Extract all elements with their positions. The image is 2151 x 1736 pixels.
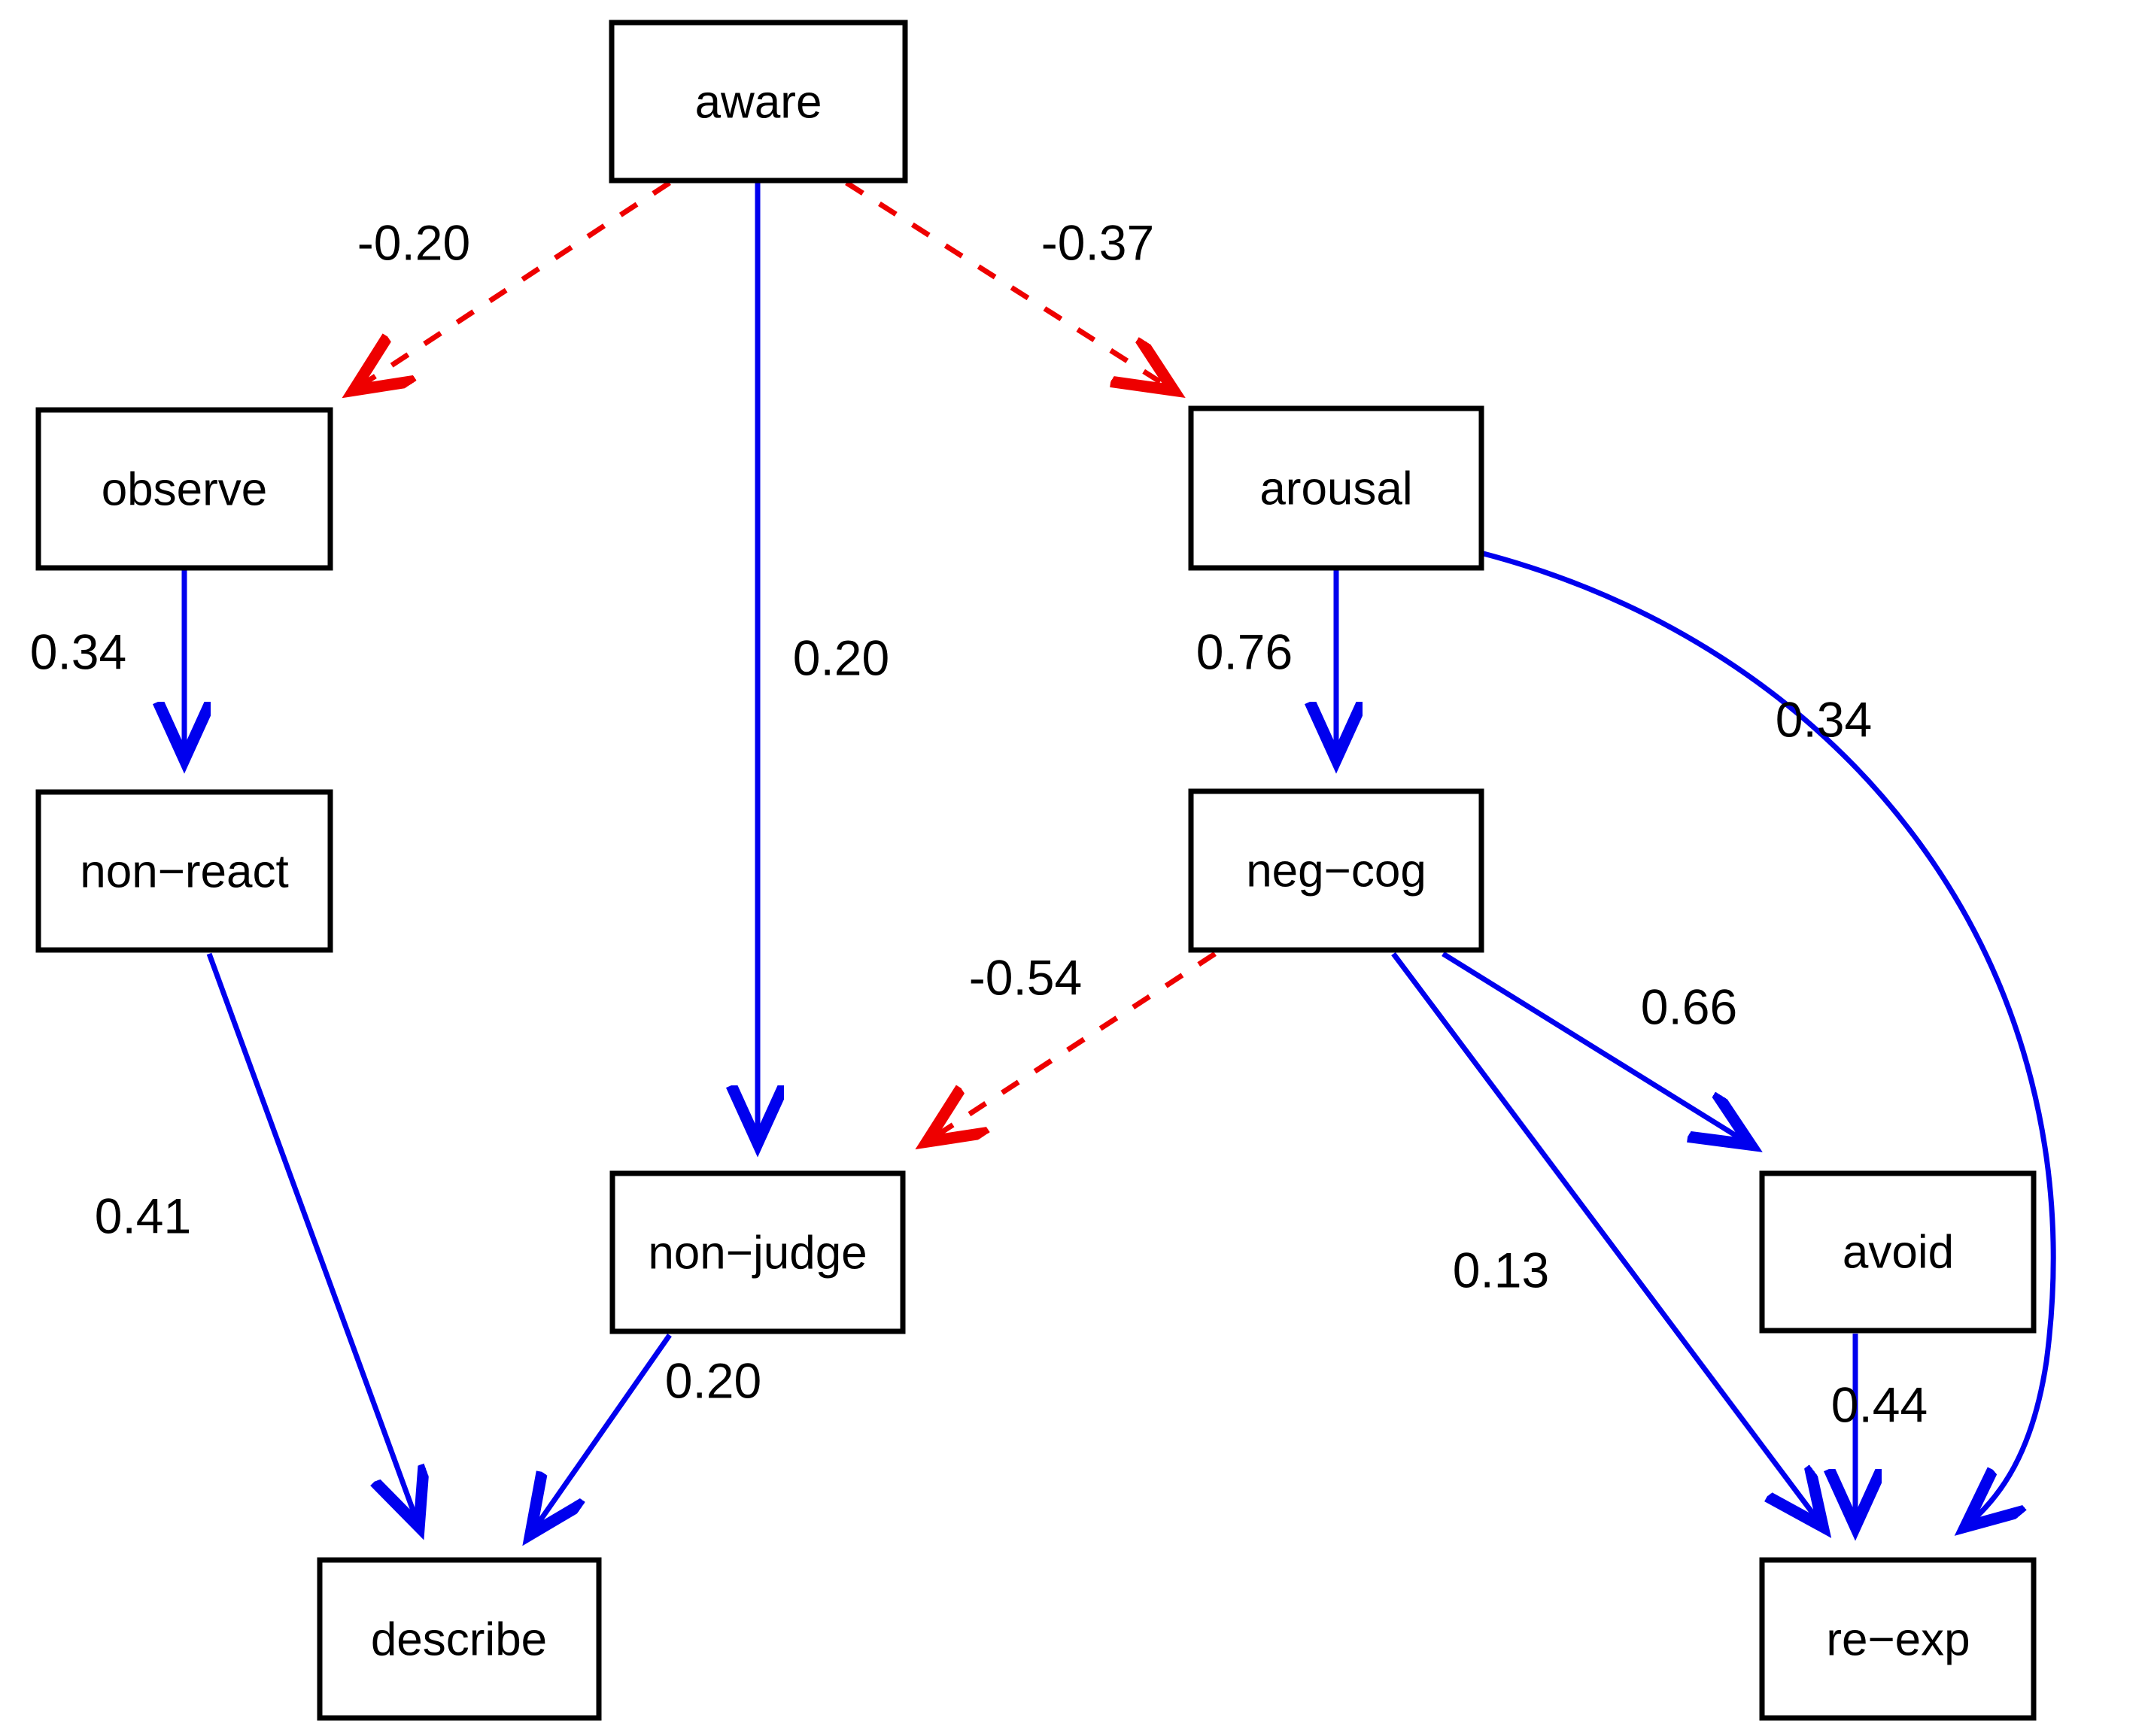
node-neg-cog[interactable]: neg−cog <box>1188 788 1484 953</box>
edge-label-neg-cog-non-judge: -0.54 <box>969 949 1082 1005</box>
node-box-avoid[interactable] <box>1759 1170 2037 1334</box>
edge-label-neg-cog-re-exp: 0.13 <box>1453 1242 1549 1297</box>
edge-neg-cog-to-re-exp <box>1391 951 1823 1527</box>
node-avoid[interactable]: avoid <box>1759 1170 2037 1334</box>
edge-arousal-to-re-exp <box>1480 550 2056 1527</box>
edge-label-neg-cog-avoid: 0.66 <box>1641 979 1737 1034</box>
node-box-non-judge[interactable] <box>609 1170 906 1334</box>
node-label-neg-cog: neg−cog <box>1246 845 1426 897</box>
node-box-observe[interactable] <box>35 407 333 571</box>
node-box-aware[interactable] <box>609 20 908 184</box>
edge-label-non-react-describe: 0.41 <box>95 1188 191 1243</box>
edge-label-non-judge-describe: 0.20 <box>665 1352 761 1408</box>
edge-neg-cog-to-avoid <box>1442 951 1751 1145</box>
node-observe[interactable]: observe <box>35 407 333 571</box>
edge-label-avoid-re-exp: 0.44 <box>1831 1376 1928 1432</box>
edge-label-arousal-neg-cog: 0.76 <box>1196 624 1293 679</box>
node-label-aware: aware <box>695 76 822 128</box>
node-label-non-judge: non−judge <box>648 1227 867 1279</box>
node-aware[interactable]: aware <box>609 20 908 184</box>
node-label-observe: observe <box>102 463 268 515</box>
node-label-arousal: arousal <box>1259 463 1412 514</box>
node-box-non-react[interactable] <box>35 789 333 953</box>
node-non-judge[interactable]: non−judge <box>609 1170 906 1334</box>
edge-aware-to-observe <box>354 181 671 390</box>
node-box-neg-cog[interactable] <box>1188 788 1484 953</box>
node-describe[interactable]: describe <box>317 1557 602 1721</box>
edge-label-arousal-re-exp: 0.34 <box>1776 691 1872 747</box>
node-label-describe: describe <box>371 1613 547 1665</box>
node-non-react[interactable]: non−react <box>35 789 333 953</box>
node-label-avoid: avoid <box>1843 1226 1954 1278</box>
node-label-non-react: non−react <box>80 845 289 897</box>
edge-neg-cog-to-non-judge <box>927 951 1217 1142</box>
edge-non-judge-to-describe <box>530 1333 672 1534</box>
node-box-describe[interactable] <box>317 1557 602 1721</box>
edge-label-observe-non-react: 0.34 <box>30 624 126 679</box>
node-re-exp[interactable]: re−exp <box>1759 1557 2037 1721</box>
node-label-re-exp: re−exp <box>1826 1613 1970 1665</box>
node-arousal[interactable]: arousal <box>1188 405 1484 571</box>
edge-aware-to-arousal <box>845 181 1174 390</box>
edge-label-aware-non-judge: 0.20 <box>793 630 889 685</box>
edge-label-aware-arousal: -0.37 <box>1041 214 1154 270</box>
node-box-arousal[interactable] <box>1188 405 1484 571</box>
edge-non-react-to-describe <box>206 952 419 1527</box>
node-box-re-exp[interactable] <box>1759 1557 2037 1721</box>
edge-label-aware-observe: -0.20 <box>357 214 470 270</box>
